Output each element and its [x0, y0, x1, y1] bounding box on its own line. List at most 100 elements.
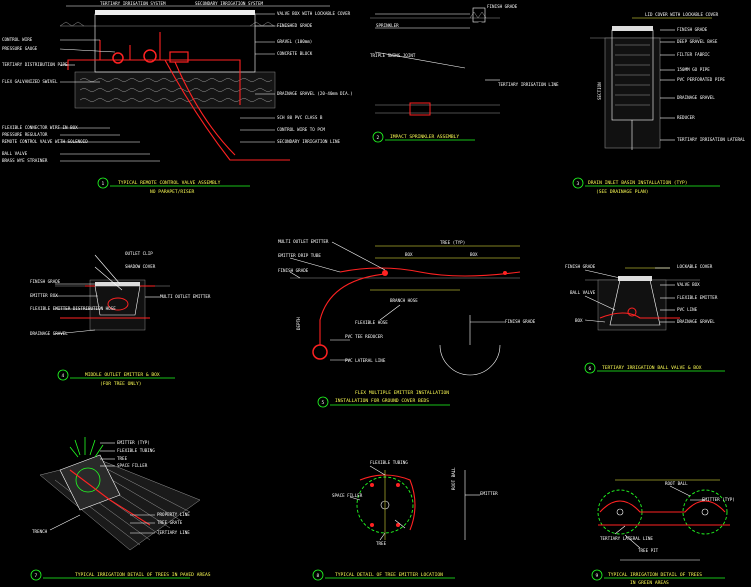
d1-left-label-9: BRASS WYE STRAINER — [2, 158, 48, 163]
d9-label-3: TREE PIT — [638, 548, 659, 553]
d7-right-label-4: SPACE FILLER — [117, 463, 148, 468]
d9-label-2: ROOT BALL — [665, 481, 688, 486]
d3-title: DRAIN INLET BASIN INSTALLATION (TYP) — [588, 180, 688, 186]
d6-right-label-2: VALVE BOX — [677, 282, 700, 287]
d5-subtitle: INSTALLATION FOR GROUND COVER BEDS — [335, 398, 429, 404]
detail-7-trees-paved: EMITTER (TYP) FLEXIBLE TUBING TREE SPACE… — [30, 437, 211, 581]
d7-right-label-6: TREE GRATE — [157, 520, 183, 525]
svg-text:DEPTH: DEPTH — [296, 317, 301, 330]
detail-8-tree-emitter-location: FLEXIBLE TUBING ROOT BALL EMITTER SPACE … — [312, 460, 498, 581]
d3-label-6: PVC PERFORATED PIPE — [677, 77, 725, 82]
d7-right-label-2: FLEXIBLE TUBING — [117, 448, 155, 453]
d1-right-label-7: CONTROL WIRE TO PCM — [277, 127, 325, 132]
d3-label-2: FINISH GRADE — [677, 27, 708, 32]
d6-number: 6 — [589, 366, 592, 372]
d1-left-label-7: REMOTE CONTROL VALVE WITH SOLENOID — [2, 139, 88, 144]
detail-5-flex-emitter: DEPTH MULTI OUTLET EMITTER EMITTER DRIP … — [278, 239, 536, 408]
d4-left-label-1: FINISH GRADE — [30, 279, 61, 284]
d3-label-9: TERTIARY IRRIGATION LATERAL — [677, 137, 746, 142]
d8-label-5: TREE — [376, 541, 387, 546]
d4-left-label-4: DRAINAGE GRAVEL — [30, 331, 68, 336]
d9-subtitle: IN GREEN AREAS — [630, 580, 669, 586]
d3-number: 3 — [577, 181, 580, 187]
d8-label-3: EMITTER — [480, 491, 498, 496]
d9-number: 9 — [596, 573, 599, 579]
d5-right-label-6: FLEXIBLE HOSE — [355, 320, 388, 325]
d1-top-label-2: SECONDARY IRRIGATION SYSTEM — [195, 1, 264, 6]
d6-right-label-4: PVC LINE — [677, 307, 698, 312]
d6-right-label-3: FLEXIBLE EMITTER — [677, 295, 718, 300]
d6-right-label-5: DRAINAGE GRAVEL — [677, 319, 715, 324]
d1-right-label-1: VALVE BOX WITH LOCKABLE COVER — [277, 11, 351, 16]
d3-label-4: FILTER FABRIC — [677, 52, 710, 57]
d5-left-label-4: PVC TEE REDUCER — [345, 334, 383, 339]
d6-left-label-1: FINISH GRADE — [565, 264, 596, 269]
d7-left-label-1: TRENCH — [32, 529, 48, 534]
d1-left-label-4: FLEX GALVANIZED SWIVEL — [2, 79, 58, 84]
d1-right-label-8: SECONDARY IRRIGATION LINE — [277, 139, 341, 144]
d4-right-label-1: OUTLET CLIP — [125, 251, 153, 256]
d7-right-label-1: EMITTER (TYP) — [117, 440, 150, 445]
detail-2-impact-sprinkler: FINISH GRADE SPRINKLER TRIPLE SWING JOIN… — [370, 4, 559, 143]
d3-label-8: REDUCER — [677, 115, 695, 120]
d1-left-label-8: BALL VALVE — [2, 151, 28, 156]
d5-right-label-3: BOX — [470, 252, 478, 257]
d1-top-label-1: TERTIARY IRRIGATION SYSTEM — [100, 1, 166, 6]
d4-right-label-2: SHADOW COVER — [125, 264, 156, 269]
d2-number: 2 — [377, 135, 380, 141]
d5-title: FLEX MULTIPLE EMITTER INSTALLATION — [355, 390, 449, 396]
d5-number: 5 — [322, 400, 325, 406]
d1-right-label-2: FINISHED GRADE — [277, 23, 313, 28]
d1-subtitle: NO PARAPET/RISER — [150, 189, 194, 195]
d7-number: 7 — [35, 573, 38, 579]
d8-label-1: FLEXIBLE TUBING — [370, 460, 408, 465]
d5-right-label-4: BRANCH HOSE — [390, 298, 418, 303]
d7-title: TYPICAL IRRIGATION DETAIL OF TREES IN PA… — [75, 572, 211, 578]
d5-right-label-1: TREE (TYP) — [440, 240, 465, 245]
d8-number: 8 — [317, 573, 320, 579]
d2-label-3: TRIPLE SWING JOINT — [370, 53, 416, 58]
detail-4-middle-outlet-emitter: OUTLET CLIP SHADOW COVER MULTI OUTLET EM… — [30, 251, 211, 387]
d2-label-1: FINISH GRADE — [487, 4, 518, 9]
d4-right-label-3: MULTI OUTLET EMITTER — [160, 294, 211, 299]
d1-left-label-6: PRESSURE REGULATOR — [2, 132, 48, 137]
d3-label-1: LID COVER WITH LOCKABLE COVER — [645, 12, 719, 17]
d5-left-label-5: PVC LATERAL LINE — [345, 358, 386, 363]
d1-left-label-5: FLEXIBLE CONNECTOR WIRE IN BOX — [2, 125, 78, 130]
d9-title: TYPICAL IRRIGATION DETAIL OF TREES — [608, 572, 702, 578]
d4-title: MIDDLE OUTLET EMITTER & BOX — [85, 372, 160, 378]
d1-left-label-3: TERTIARY DISTRIBUTION PIPE — [2, 62, 68, 67]
d3-label-5: 150MM GO PIPE — [677, 67, 710, 72]
d1-right-label-5: DRAINAGE GRAVEL (20-40mm DIA.) — [277, 91, 353, 96]
d5-left-label-2: EMITTER DRIP TUBE — [278, 253, 321, 258]
d8-title: TYPICAL DETAIL OF TREE EMITTER LOCATION — [335, 572, 443, 578]
d2-title: IMPACT SPRINKLER ASSEMBLY — [390, 134, 459, 140]
d5-right-label-2: BOX — [405, 252, 413, 257]
d6-left-label-3: BOX — [575, 318, 583, 323]
d5-left-label-3: FINISH GRADE — [278, 268, 309, 273]
d4-subtitle: (FOR TREE ONLY) — [100, 381, 142, 387]
detail-9-trees-green: EMITTER (TYP) ROOT BALL TREE PIT TERTIAR… — [591, 479, 735, 586]
d3-subtitle: (SEE DRAINAGE PLAN) — [596, 189, 649, 195]
d6-left-label-2: BALL VALVE — [570, 290, 596, 295]
detail-6-ball-valve-box: FINISH GRADE BALL VALVE BOX LOCKABLE COV… — [565, 264, 725, 374]
d6-right-label-1: LOCKABLE COVER — [677, 264, 713, 269]
d5-right-label-5: FINISH GRADE — [505, 319, 536, 324]
d1-left-label-1: CONTROL WIRE — [2, 37, 33, 42]
d1-right-label-4: CONCRETE BLOCK — [277, 51, 313, 56]
detail-3-drain-inlet: LID COVER WITH LOCKABLE COVER SECTION FI… — [572, 12, 746, 195]
d5-left-label-1: MULTI OUTLET EMITTER — [278, 239, 329, 244]
d4-left-label-3: FLEXIBLE EMITTER DISTRIBUTION HOSE — [30, 306, 116, 311]
d1-left-label-2: PRESSURE GAUGE — [2, 46, 38, 51]
d9-label-4: TERTIARY LATERAL LINE — [600, 536, 653, 541]
d9-label-1: EMITTER (TYP) — [702, 497, 735, 502]
d4-left-label-2: EMITTER BOX — [30, 293, 58, 298]
d1-right-label-3: GRAVEL (100mm) — [277, 39, 312, 44]
d3-label-7: DRAINAGE GRAVEL — [677, 95, 715, 100]
d7-right-label-5: PROPERTY LINE — [157, 512, 190, 517]
detail-1-remote-control-valve: TERTIARY IRRIGATION SYSTEM SECONDARY IRR… — [2, 1, 353, 195]
d7-right-label-3: TREE — [117, 456, 128, 461]
d7-right-label-7: TERTIARY LINE — [157, 530, 190, 535]
d3-label-3: DEEP GRAVEL BASE — [677, 39, 718, 44]
